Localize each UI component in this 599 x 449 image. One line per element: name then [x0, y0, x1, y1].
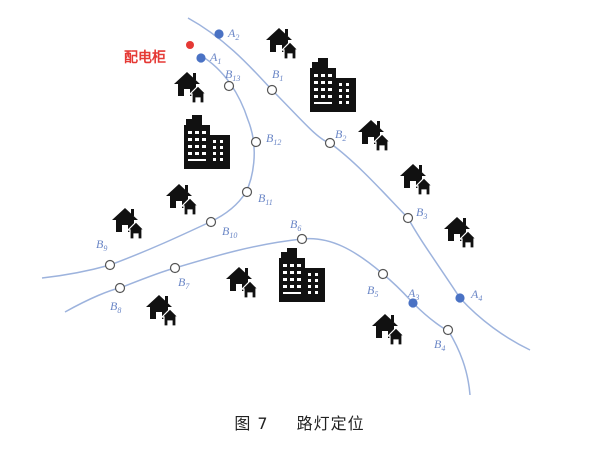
light-node-b6: [296, 233, 308, 245]
house-icon: [165, 183, 199, 216]
light-node-b5: [377, 268, 389, 280]
house-icon: [371, 313, 405, 346]
light-node-b2: [324, 137, 336, 149]
light-node-a1: [196, 53, 206, 63]
light-node-label-b5: B5: [367, 283, 378, 299]
light-node-label-b1: B1: [272, 67, 283, 83]
light-node-label-a2: A2: [227, 26, 239, 42]
light-node-b9: [104, 259, 116, 271]
light-node-b4: [442, 324, 454, 336]
roads: [41, 17, 531, 396]
light-node-b12: [250, 136, 262, 148]
house-icon: [145, 294, 179, 327]
light-node-b7: [169, 262, 181, 274]
light-node-label-b10: B10: [222, 224, 237, 240]
light-node-label-b4: B4: [434, 337, 445, 353]
light-node-a4: [455, 293, 465, 303]
house-icon: [173, 71, 207, 104]
light-node-b13: [223, 80, 235, 92]
light-node-label-b6: B6: [290, 217, 301, 233]
road-main-diagonal: [187, 17, 531, 351]
light-node-b1: [266, 84, 278, 96]
light-node-label-a4: A4: [470, 287, 482, 303]
office-building-icon: [310, 58, 356, 112]
light-node-label-b7: B7: [178, 275, 190, 291]
house-icon: [399, 163, 433, 196]
figure-title: 路灯定位: [296, 414, 365, 433]
light-node-label-b2: B2: [335, 127, 346, 143]
road-lower: [64, 237, 471, 396]
power-cabinet-marker: [186, 41, 194, 49]
light-node-label-a1: A1: [209, 50, 221, 66]
house-icon: [357, 119, 391, 152]
office-building-icon: [184, 115, 230, 169]
office-building-icon: [279, 248, 325, 302]
light-node-label-b8: B8: [110, 299, 121, 315]
light-node-a3: [408, 298, 418, 308]
light-node-b8: [114, 282, 126, 294]
light-node-b11: [241, 186, 253, 198]
light-node-label-b3: B3: [416, 205, 427, 221]
house-icon: [111, 207, 145, 240]
power-cabinet-label: 配电柜: [124, 49, 166, 66]
house-icon: [265, 27, 299, 60]
figure-number: 图 7: [234, 414, 269, 433]
light-node-label-b13: B13: [225, 67, 240, 83]
light-node-label-a3: A3: [407, 286, 419, 302]
light-node-a2: [214, 29, 224, 39]
light-node-b10: [205, 216, 217, 228]
house-icon: [225, 266, 259, 299]
light-node-label-b12: B12: [266, 131, 281, 147]
light-node-label-b11: B11: [258, 191, 273, 207]
house-icon: [443, 216, 477, 249]
light-node-b3: [402, 212, 414, 224]
light-node-label-b9: B9: [96, 237, 107, 253]
figure-caption: 图 7 路灯定位: [0, 410, 599, 434]
